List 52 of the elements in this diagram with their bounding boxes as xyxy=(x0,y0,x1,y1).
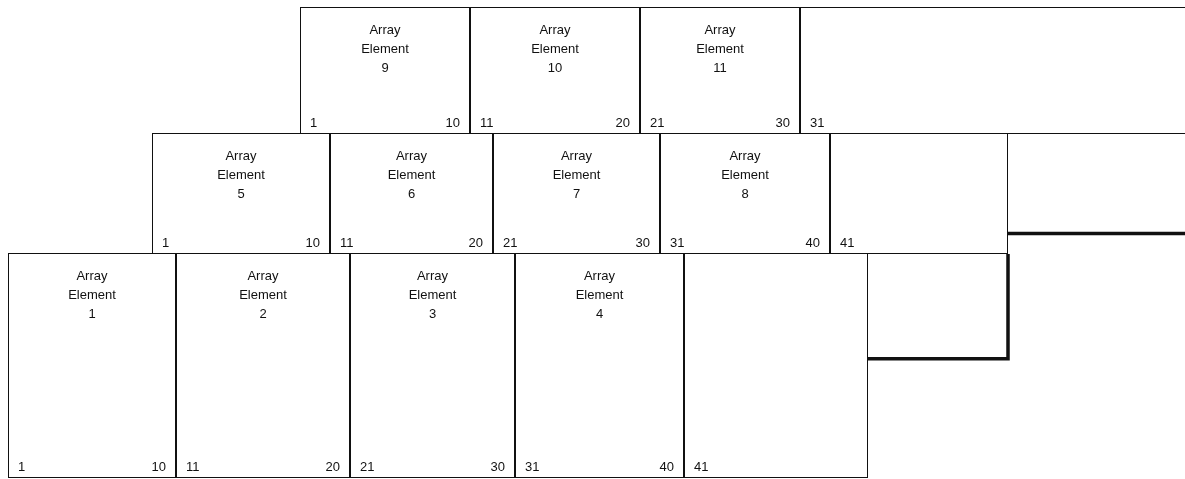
end-index: 30 xyxy=(490,459,505,474)
element-label: Array Element 2 xyxy=(239,267,287,323)
element-label: Array Element 10 xyxy=(531,21,579,77)
end-index: 10 xyxy=(305,235,320,250)
start-index: 21 xyxy=(360,459,375,474)
array-element-box xyxy=(660,133,830,254)
end-index: 10 xyxy=(151,459,166,474)
start-index: 1 xyxy=(310,115,318,130)
element-label: Array Element 11 xyxy=(696,21,744,77)
end-index: 20 xyxy=(615,115,630,130)
start-index: 11 xyxy=(340,235,354,250)
array-element-box xyxy=(640,7,800,134)
end-index: 10 xyxy=(445,115,460,130)
start-index: 21 xyxy=(503,235,518,250)
end-index: 20 xyxy=(325,459,340,474)
array-element-box xyxy=(330,133,493,254)
array-element-box xyxy=(350,253,515,478)
start-index: 11 xyxy=(480,115,494,130)
element-label: Array Element 3 xyxy=(408,267,457,323)
start-index: 31 xyxy=(525,459,540,474)
connector-line xyxy=(868,254,1010,361)
array-element-box xyxy=(300,7,470,134)
start-index: 1 xyxy=(162,235,170,250)
array-element-box xyxy=(493,133,660,254)
element-label: Array Element 4 xyxy=(575,267,624,323)
array-element-box xyxy=(176,253,350,478)
connector-line xyxy=(1008,231,1185,236)
array-element-box xyxy=(800,7,1185,134)
start-index: 21 xyxy=(650,115,665,130)
start-index: 41 xyxy=(840,235,855,250)
start-index: 11 xyxy=(186,459,200,474)
array-element-box xyxy=(515,253,684,478)
element-label: Array Element 8 xyxy=(721,147,769,203)
end-index: 30 xyxy=(775,115,790,130)
element-label: Array Element 5 xyxy=(217,147,265,203)
end-index: 20 xyxy=(468,235,483,250)
start-index: 31 xyxy=(810,115,825,130)
element-label: Array Element 9 xyxy=(361,21,409,77)
start-index: 1 xyxy=(18,459,26,474)
element-label: Array Element 7 xyxy=(552,147,601,203)
end-index: 40 xyxy=(659,459,674,474)
end-index: 30 xyxy=(635,235,650,250)
start-index: 31 xyxy=(670,235,685,250)
array-element-box xyxy=(684,253,868,478)
element-label: Array Element 6 xyxy=(387,147,436,203)
array-element-box xyxy=(830,133,1008,254)
array-element-box xyxy=(152,133,330,254)
end-index: 40 xyxy=(805,235,820,250)
start-index: 41 xyxy=(694,459,709,474)
array-element-box xyxy=(470,7,640,134)
element-label: Array Element 1 xyxy=(68,267,116,323)
array-element-box xyxy=(8,253,176,478)
